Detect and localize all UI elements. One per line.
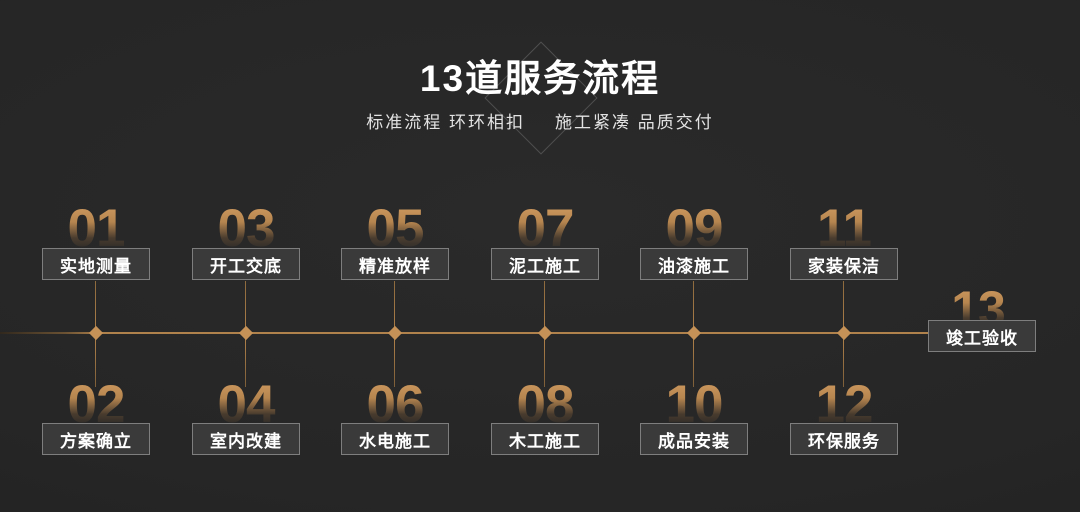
step-number: 03 bbox=[186, 202, 306, 255]
step-number: 12 bbox=[784, 378, 904, 431]
step-number: 05 bbox=[335, 202, 455, 255]
timeline-node-diamond bbox=[238, 325, 254, 341]
step-label-box: 木工施工 bbox=[491, 423, 599, 455]
timeline-column-6: 11 家装保洁 12 环保服务 bbox=[784, 0, 904, 512]
page-subtitle: 标准流程 环环相扣 施工紧凑 品质交付 bbox=[0, 112, 1080, 134]
step-label-box: 实地测量 bbox=[42, 248, 150, 280]
page-subtitle-right: 施工紧凑 品质交付 bbox=[555, 113, 714, 132]
timeline-column-1: 01 实地测量 02 方案确立 bbox=[36, 0, 156, 512]
step-label: 家装保洁 bbox=[808, 256, 880, 276]
step-number: 02 bbox=[36, 378, 156, 431]
step-label: 开工交底 bbox=[210, 256, 282, 276]
timeline-node-diamond bbox=[387, 325, 403, 341]
step-label-box: 水电施工 bbox=[341, 423, 449, 455]
step-label-box: 成品安装 bbox=[640, 423, 748, 455]
timeline-node-diamond bbox=[836, 325, 852, 341]
step-label-box: 家装保洁 bbox=[790, 248, 898, 280]
step-label-box: 开工交底 bbox=[192, 248, 300, 280]
timeline-column-2: 03 开工交底 04 室内改建 bbox=[186, 0, 306, 512]
step-label-box: 室内改建 bbox=[192, 423, 300, 455]
page-subtitle-left: 标准流程 环环相扣 bbox=[366, 113, 525, 132]
step-label-box: 精准放样 bbox=[341, 248, 449, 280]
step-label: 竣工验收 bbox=[946, 328, 1018, 348]
timeline-node-diamond bbox=[686, 325, 702, 341]
timeline-node-diamond bbox=[88, 325, 104, 341]
timeline-node-diamond bbox=[537, 325, 553, 341]
step-label: 环保服务 bbox=[808, 431, 880, 451]
step-label-box: 泥工施工 bbox=[491, 248, 599, 280]
step-label: 实地测量 bbox=[60, 256, 132, 276]
step-number: 06 bbox=[335, 378, 455, 431]
step-label: 方案确立 bbox=[60, 431, 132, 451]
step-label-box: 竣工验收 bbox=[928, 320, 1036, 352]
step-number: 04 bbox=[186, 378, 306, 431]
step-number: 01 bbox=[36, 202, 156, 255]
step-label: 泥工施工 bbox=[509, 256, 581, 276]
timeline-line bbox=[0, 332, 928, 334]
step-number: 08 bbox=[485, 378, 605, 431]
timeline-column-4: 07 泥工施工 08 木工施工 bbox=[485, 0, 605, 512]
step-label: 室内改建 bbox=[210, 431, 282, 451]
step-label: 油漆施工 bbox=[658, 256, 730, 276]
timeline-column-end: 13 竣工验收 bbox=[918, 0, 1040, 512]
timeline-column-5: 09 油漆施工 10 成品安装 bbox=[634, 0, 754, 512]
step-label-box: 方案确立 bbox=[42, 423, 150, 455]
step-label: 木工施工 bbox=[509, 431, 581, 451]
step-number: 09 bbox=[634, 202, 754, 255]
step-label: 精准放样 bbox=[359, 256, 431, 276]
step-number: 10 bbox=[634, 378, 754, 431]
step-label-box: 油漆施工 bbox=[640, 248, 748, 280]
step-label-box: 环保服务 bbox=[790, 423, 898, 455]
step-label: 成品安装 bbox=[658, 431, 730, 451]
step-label: 水电施工 bbox=[359, 431, 431, 451]
step-number: 11 bbox=[784, 202, 904, 255]
step-number: 07 bbox=[485, 202, 605, 255]
timeline-column-3: 05 精准放样 06 水电施工 bbox=[335, 0, 455, 512]
page-title: 13道服务流程 bbox=[419, 58, 661, 99]
